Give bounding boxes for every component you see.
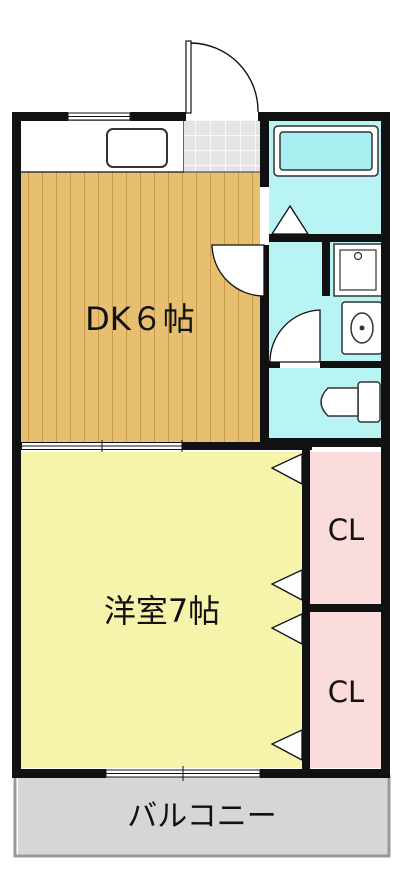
balcony-label: バルコニー bbox=[127, 799, 276, 834]
closet-upper-floor bbox=[310, 452, 382, 604]
top-window bbox=[67, 112, 131, 121]
dk-floor bbox=[20, 172, 266, 442]
bathtub-basin bbox=[279, 131, 373, 171]
washer-space bbox=[333, 243, 383, 297]
western-room-label: 洋室7帖 bbox=[104, 592, 220, 630]
kitchen-sink bbox=[106, 128, 168, 168]
balcony-window bbox=[105, 766, 261, 781]
washer-drain bbox=[353, 251, 363, 261]
washbasin-drain bbox=[359, 325, 365, 331]
bath-door bbox=[270, 204, 310, 235]
toilet-door bbox=[269, 309, 321, 368]
western-room-floor bbox=[20, 452, 302, 768]
balcony bbox=[13, 774, 391, 858]
entrance-tile bbox=[184, 120, 260, 172]
closet-door-marks bbox=[270, 452, 303, 762]
entrance-door bbox=[185, 40, 259, 114]
closet-upper-label: CL bbox=[328, 513, 364, 547]
balcony-floor bbox=[18, 776, 388, 856]
closet-lower-floor bbox=[310, 612, 382, 768]
dk-bath-door bbox=[211, 187, 269, 297]
toilet bbox=[320, 381, 381, 423]
dk-western-door-marks bbox=[22, 440, 183, 452]
toilet-bowl bbox=[320, 387, 359, 417]
washer-pan bbox=[339, 249, 377, 291]
toilet-tank bbox=[357, 381, 381, 423]
closet-lower-label: CL bbox=[328, 675, 364, 709]
dk-room-label: DK６帖 bbox=[85, 300, 195, 338]
